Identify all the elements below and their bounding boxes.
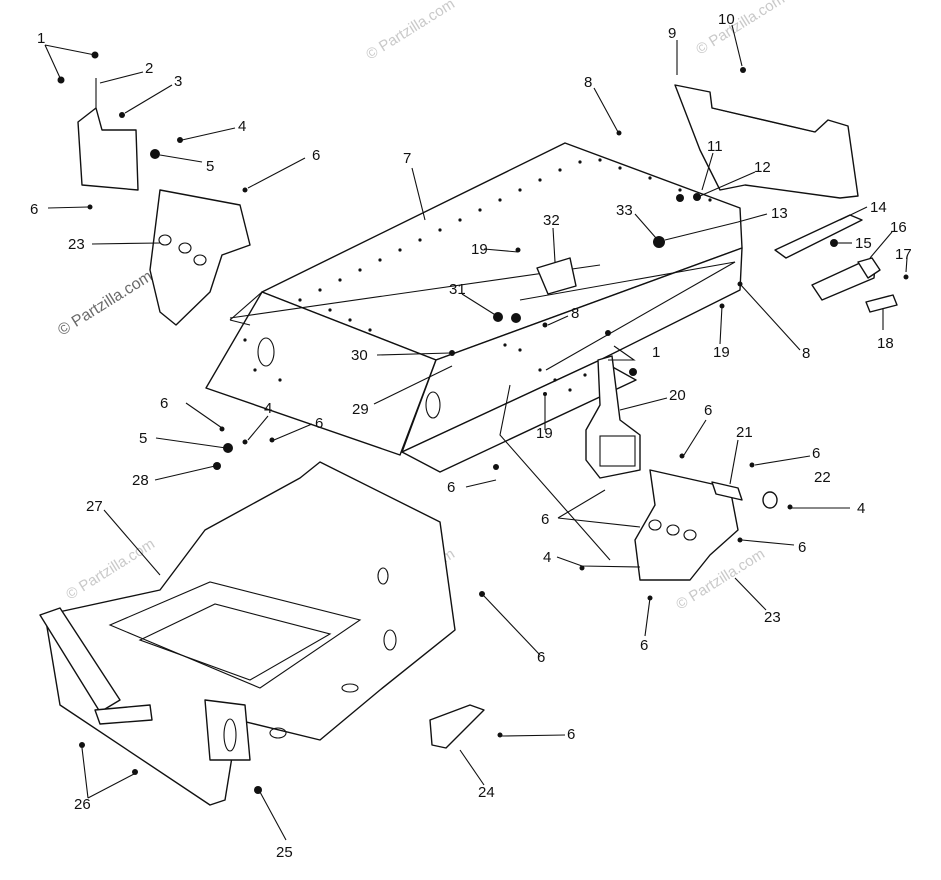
callout-2: 2	[145, 60, 153, 77]
callout-7: 7	[403, 150, 411, 167]
callout-4: 4	[857, 500, 865, 517]
callout-8: 8	[802, 345, 810, 362]
callout-12: 12	[754, 159, 771, 176]
callout-4: 4	[264, 400, 272, 417]
callout-22: 22	[814, 469, 831, 486]
callout-8: 8	[584, 74, 592, 91]
part-23-upper-left-bracket	[149, 189, 251, 326]
callout-6: 6	[315, 415, 323, 432]
callout-19: 19	[471, 241, 488, 258]
fasteners	[57, 51, 909, 794]
callout-6: 6	[812, 445, 820, 462]
callout-6: 6	[447, 479, 455, 496]
callout-9: 9	[668, 25, 676, 42]
callout-25: 25	[276, 844, 293, 861]
callout-6: 6	[798, 539, 806, 556]
callout-6: 6	[541, 511, 549, 528]
part-9-rear-plate	[674, 84, 859, 199]
callout-6: 6	[640, 637, 648, 654]
part-7-tunnel	[205, 142, 743, 473]
callout-19: 19	[536, 425, 553, 442]
part-18-decal	[865, 294, 898, 313]
callout-27: 27	[86, 498, 103, 515]
callout-1: 1	[37, 30, 45, 47]
watermark-text: © Partzilla.com	[363, 0, 458, 63]
callout-labels: 1 2 3 4 5 6 6 23 7 8 9 10 11 12 13 14 15…	[30, 11, 912, 861]
callout-24: 24	[478, 784, 495, 801]
callout-23: 23	[68, 236, 85, 253]
callout-17: 17	[895, 246, 912, 263]
leader-lines	[44, 24, 908, 841]
part-32-bracket	[536, 257, 577, 295]
callout-19: 19	[713, 344, 730, 361]
watermark-text-primary: © Partzilla.com	[55, 268, 155, 340]
callout-28: 28	[132, 472, 149, 489]
callout-3: 3	[174, 73, 182, 90]
watermark-text: © Partzilla.com	[693, 0, 788, 58]
part-20-steering-post	[585, 355, 641, 479]
callout-8: 8	[571, 305, 579, 322]
callout-10: 10	[718, 11, 735, 28]
callout-21: 21	[736, 424, 753, 441]
callout-14: 14	[870, 199, 887, 216]
callout-4: 4	[238, 118, 246, 135]
part-16-handle-grip	[811, 257, 881, 301]
callout-33: 33	[616, 202, 633, 219]
callout-20: 20	[669, 387, 686, 404]
part-23-lower-right-bracket	[634, 469, 778, 581]
callout-6: 6	[567, 726, 575, 743]
callout-18: 18	[877, 335, 894, 352]
callout-29: 29	[352, 401, 369, 418]
callout-6: 6	[160, 395, 168, 412]
part-27-belly-pan	[39, 461, 456, 806]
callout-6: 6	[30, 201, 38, 218]
callout-31: 31	[449, 281, 466, 298]
part-2-left-mount	[77, 78, 139, 191]
part-19-rails	[229, 261, 736, 371]
part-14-bar	[774, 214, 863, 259]
callout-4: 4	[543, 549, 551, 566]
callout-30: 30	[351, 347, 368, 364]
callout-5: 5	[139, 430, 147, 447]
callout-5: 5	[206, 158, 214, 175]
callout-23: 23	[764, 609, 781, 626]
callout-13: 13	[771, 205, 788, 222]
callout-32: 32	[543, 212, 560, 229]
callout-16: 16	[890, 219, 907, 236]
part-24-angle-bracket	[429, 704, 485, 749]
callout-6: 6	[537, 649, 545, 666]
callout-15: 15	[855, 235, 872, 252]
callout-11: 11	[707, 138, 723, 155]
callout-26: 26	[74, 796, 91, 813]
callout-1: 1	[652, 344, 660, 361]
callout-6: 6	[312, 147, 320, 164]
callout-6: 6	[704, 402, 712, 419]
